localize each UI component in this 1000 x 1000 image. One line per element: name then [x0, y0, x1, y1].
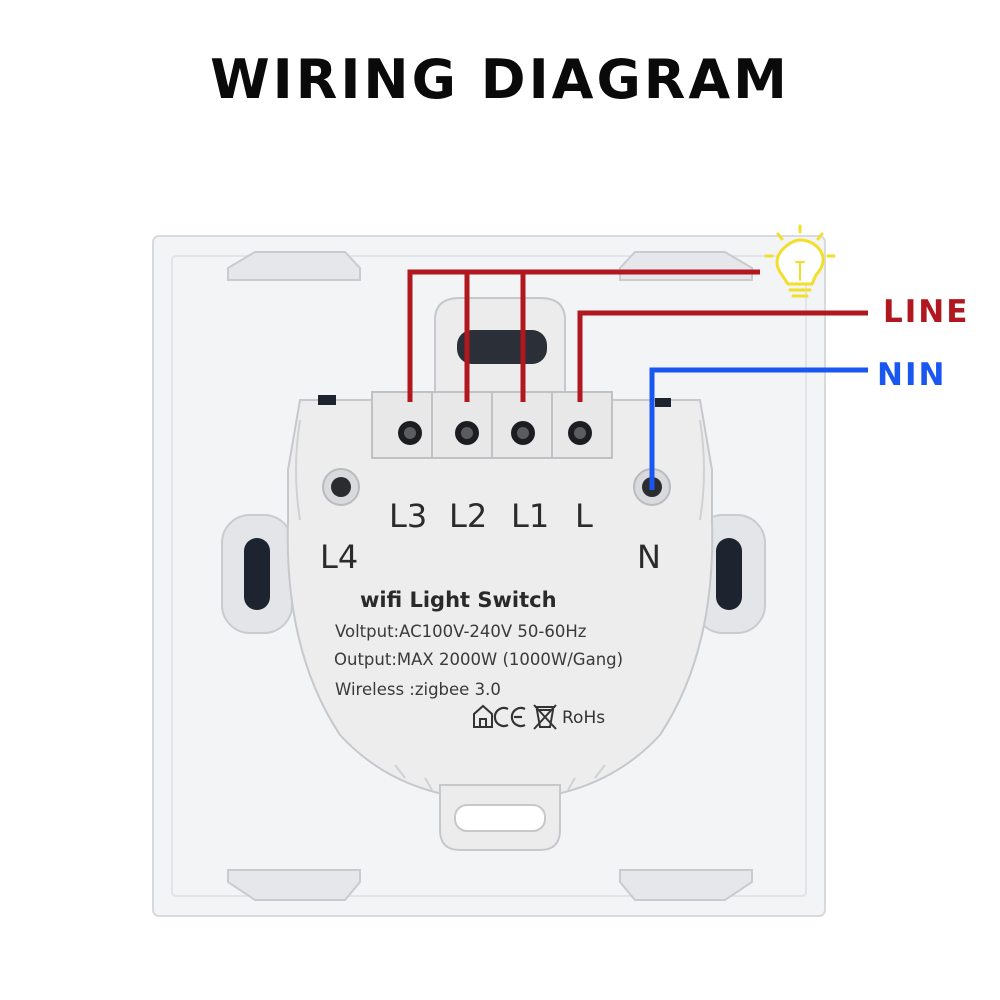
terminal-label-l3: L3 [389, 497, 428, 535]
terminal-label-n: N [637, 538, 661, 576]
house-mark-icon [473, 704, 493, 728]
page-title: WIRING DIAGRAM [210, 48, 790, 111]
plate-clip-top-left [227, 251, 361, 281]
plate-clip-bottom-right [619, 869, 753, 901]
line-wire [407, 269, 868, 402]
spec-wireless: Wireless :zigbee 3.0 [335, 680, 501, 699]
terminal-label-l: L [575, 497, 593, 535]
mounting-slot-left [221, 514, 293, 634]
terminal-screw-l1 [511, 421, 535, 445]
terminal-block [371, 391, 613, 459]
weee-bin-icon [533, 704, 557, 730]
terminal-screw-l4 [322, 468, 360, 506]
neutral-wire [649, 367, 868, 490]
plate-clip-bottom-left [227, 869, 361, 901]
neutral-wire-label: NIN [877, 357, 947, 393]
top-tab [434, 297, 566, 401]
bottom-tab [439, 784, 561, 851]
lightbulb-icon [764, 224, 836, 298]
line-wire-label: LINE [883, 294, 970, 330]
terminal-label-l4: L4 [320, 538, 359, 576]
spec-voltage: Voltput:AC100V-240V 50-60Hz [335, 622, 587, 641]
ce-mark-icon [493, 706, 526, 728]
terminal-screw-l [568, 421, 592, 445]
terminal-screw-l2 [455, 421, 479, 445]
product-name: wifi Light Switch [360, 588, 557, 612]
plate-clip-top-right [619, 251, 753, 281]
terminal-screw-l3 [398, 421, 422, 445]
terminal-label-l2: L2 [449, 497, 488, 535]
terminal-label-l1: L1 [511, 497, 550, 535]
rohs-mark: RoHs [562, 708, 606, 728]
spec-output: Output:MAX 2000W (1000W/Gang) [334, 650, 624, 669]
